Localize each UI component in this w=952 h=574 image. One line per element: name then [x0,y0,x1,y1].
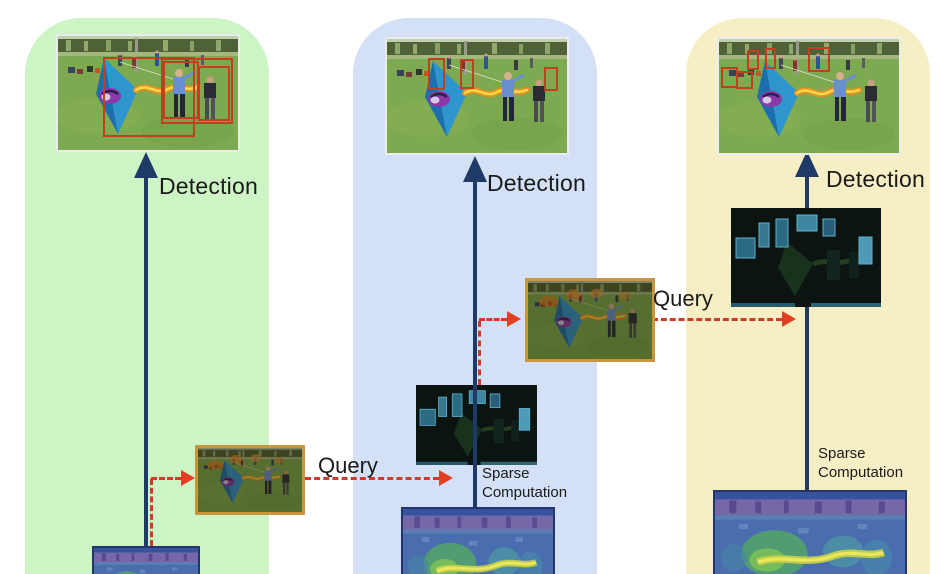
detection-label-2: Detection [487,170,586,196]
detection-arrow-line-1 [144,176,148,546]
query-crop-scene-2 [528,281,652,359]
query-crop-image-1 [195,445,305,515]
detection-label-1: Detection [159,173,258,199]
detection-arrowhead-1 [134,152,158,178]
dense-feature-map-3 [713,490,907,574]
detection-arrowhead-3 [795,151,819,177]
detection-arrow-line-3 [805,175,809,490]
query-dash-vertical-2 [478,321,481,385]
detection-result-image-1 [56,34,240,152]
query-dash-horizontal-1b [305,477,439,480]
dense-feature-map-2 [401,507,555,574]
detection-arrow-line-2 [473,180,477,507]
detection-result-image-2 [385,37,569,155]
park-scene-1 [58,36,238,150]
detection-arrowhead-2 [463,156,487,182]
query-arrowhead-2a [507,311,521,327]
query-dash-vertical-1 [150,479,153,546]
query-dash-horizontal-1a [151,477,181,480]
query-dash-horizontal-2b [652,318,782,321]
dense-feature-map-1 [92,546,200,574]
query-crop-scene-1 [198,448,302,512]
query-crop-image-2 [525,278,655,362]
query-label-2: Query [653,286,713,311]
sparse-computation-label-2: Sparse Computation [482,465,568,501]
query-arrowhead-2b [782,311,796,327]
park-scene-2 [387,39,567,153]
detection-result-image-3 [717,37,901,155]
sparse-computation-label-3: Sparse Computation [818,445,904,481]
query-dash-horizontal-2a [479,318,507,321]
park-scene-3 [719,39,899,153]
sparse-feature-map-3 [731,208,881,307]
query-label-1: Query [318,453,378,478]
query-arrowhead-1b [439,470,453,486]
query-arrowhead-1a [181,470,195,486]
detection-label-3: Detection [826,166,925,192]
